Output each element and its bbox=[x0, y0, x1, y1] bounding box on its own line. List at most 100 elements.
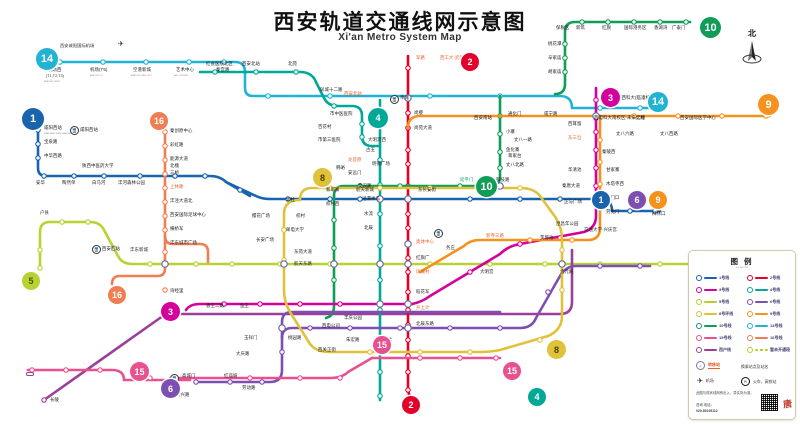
station-ring-icon bbox=[747, 323, 753, 329]
station-ring-icon bbox=[696, 335, 702, 341]
legend-label: 5号线 bbox=[719, 299, 730, 304]
legend-line-16[interactable]: 16号线 bbox=[747, 335, 782, 341]
line-6-path[interactable] bbox=[194, 264, 652, 384]
train-icon: 🚆 bbox=[92, 245, 101, 254]
legend-label: 3号线 bbox=[719, 287, 730, 292]
legend-line-9[interactable]: 9号线 bbox=[747, 311, 780, 317]
legend-label: 1号线 bbox=[719, 275, 730, 280]
line-badge-9[interactable]: 9 bbox=[758, 94, 779, 115]
station-ring-icon bbox=[696, 347, 702, 353]
signature-stamp: 唐 bbox=[782, 398, 793, 410]
legend-airport[interactable]: ✈ 机场 bbox=[697, 377, 714, 385]
line-badge-10[interactable]: 10 bbox=[700, 17, 721, 38]
line-swatch bbox=[755, 276, 768, 280]
line-16-path[interactable] bbox=[110, 126, 210, 286]
line-swatch bbox=[704, 276, 717, 280]
legend-railway-label: 火车、高铁站 bbox=[753, 378, 777, 384]
line-3-path[interactable] bbox=[184, 86, 598, 312]
legend-line-5[interactable]: 5号线 bbox=[696, 299, 729, 305]
line-badge-4[interactable]: 4 bbox=[368, 108, 388, 128]
line-badge-10-alt[interactable]: 10 bbox=[476, 176, 497, 197]
legend-label: 2号线 bbox=[770, 275, 781, 280]
line-badge-1[interactable]: 1 bbox=[22, 108, 44, 130]
airplane-icon: ✈ bbox=[697, 378, 703, 385]
station-ring-icon bbox=[747, 335, 753, 341]
line-badge-1-alt[interactable]: 1 bbox=[592, 191, 610, 209]
legend-line-1[interactable]: 1号线 bbox=[696, 275, 729, 281]
line-badge-3-alt[interactable]: 3 bbox=[161, 302, 180, 321]
page-title-en: Xi'an Metro System Map bbox=[338, 32, 462, 43]
compass-rose: 北 bbox=[735, 28, 769, 76]
station-ring-icon bbox=[696, 287, 702, 293]
legend-panel[interactable]: 图 例 Legend 1号线 2号线 3号线 4号线 5号线 6号线 8号环线 … bbox=[688, 250, 796, 420]
legend-line-6[interactable]: 6号线 bbox=[747, 299, 780, 305]
line-badge-3[interactable]: 3 bbox=[601, 88, 620, 107]
legend-line-14[interactable]: 14号线 bbox=[747, 323, 782, 329]
line-badge-5[interactable]: 5 bbox=[22, 272, 40, 290]
station-ring-icon bbox=[747, 275, 753, 281]
line-badge-14-alt[interactable]: 14 bbox=[648, 92, 668, 112]
line-14-path[interactable] bbox=[58, 60, 662, 110]
line-badge-16[interactable]: 16 bbox=[150, 112, 168, 130]
legend-label: 6号线 bbox=[770, 299, 781, 304]
line-badge-6-alt[interactable]: 6 bbox=[628, 191, 646, 209]
line-swatch bbox=[755, 300, 768, 304]
legend-transfer[interactable]: ◎ 转移站 bbox=[696, 361, 720, 370]
line-badge-6[interactable]: 6 bbox=[161, 379, 180, 398]
qr-code[interactable] bbox=[760, 393, 779, 412]
line-swatch bbox=[704, 336, 717, 340]
line-badge-15[interactable]: 15 bbox=[130, 362, 149, 381]
line-swatch bbox=[704, 324, 717, 328]
train-icon: 🚆 bbox=[70, 126, 79, 135]
legend-line-8[interactable]: 8号环线 bbox=[696, 311, 733, 317]
line-swatch bbox=[755, 312, 768, 316]
line-swatch bbox=[704, 300, 717, 304]
airplane-icon: ✈ bbox=[118, 41, 124, 48]
transfer-station-icon: ◎ bbox=[696, 361, 705, 370]
train-icon: R bbox=[741, 377, 750, 386]
legend-under-construction[interactable]: 暂未开通段 bbox=[747, 347, 790, 353]
legend-railway[interactable]: R 火车、高铁站 bbox=[741, 377, 776, 386]
line-badge-8-alt[interactable]: 8 bbox=[547, 340, 566, 359]
legend-label: 4号线 bbox=[770, 287, 781, 292]
line-badge-4-alt[interactable]: 4 bbox=[528, 388, 546, 406]
legend-line-xihu[interactable]: 西户线 bbox=[696, 347, 731, 353]
line-swatch bbox=[755, 288, 768, 292]
station-ring-icon bbox=[747, 299, 753, 305]
line-4-stations bbox=[212, 69, 383, 399]
legend-line-10[interactable]: 10号线 bbox=[696, 323, 731, 329]
legend-line-3[interactable]: 3号线 bbox=[696, 287, 729, 293]
legend-transfer-desc: 换乘站点及站名 bbox=[741, 364, 769, 369]
legend-hotline-label: 咨询 电话： bbox=[696, 403, 714, 407]
station-ring-icon bbox=[696, 311, 702, 317]
legend-label: 西户线 bbox=[719, 347, 731, 352]
line-badge-15-alt2[interactable]: 15 bbox=[373, 336, 391, 354]
line-1-stations bbox=[35, 127, 658, 214]
train-icon: 🚆 bbox=[390, 95, 399, 104]
line-badge-9-alt[interactable]: 9 bbox=[649, 191, 667, 209]
legend-label: 16号线 bbox=[770, 335, 783, 340]
legend-label: 15号线 bbox=[719, 335, 732, 340]
line-badge-15-alt[interactable]: 15 bbox=[503, 362, 521, 380]
legend-airport-label: 机场 bbox=[705, 378, 714, 383]
station-ring-icon bbox=[747, 287, 753, 293]
legend-line-4[interactable]: 4号线 bbox=[747, 287, 780, 293]
legend-label: 9号线 bbox=[770, 311, 781, 316]
line-8-ring-path[interactable] bbox=[282, 186, 564, 354]
line-badge-8[interactable]: 8 bbox=[313, 168, 332, 187]
station-ring-icon bbox=[696, 275, 702, 281]
legend-title-en: Legend bbox=[736, 265, 748, 269]
legend-label: 8号环线 bbox=[719, 311, 734, 316]
line-1-path[interactable] bbox=[36, 128, 662, 213]
station-ring-icon bbox=[747, 311, 753, 317]
line-badge-16-alt[interactable]: 16 bbox=[108, 286, 126, 304]
line-badge-2[interactable]: 2 bbox=[461, 53, 479, 71]
legend-line-15[interactable]: 15号线 bbox=[696, 335, 731, 341]
line-badge-14[interactable]: 14 bbox=[36, 48, 58, 70]
line-5-path[interactable] bbox=[38, 220, 692, 270]
legend-line-2[interactable]: 2号线 bbox=[747, 275, 780, 281]
line-badge-2-alt[interactable]: 2 bbox=[402, 396, 420, 414]
line-swatch bbox=[755, 324, 768, 328]
line-9-path[interactable] bbox=[406, 114, 772, 274]
